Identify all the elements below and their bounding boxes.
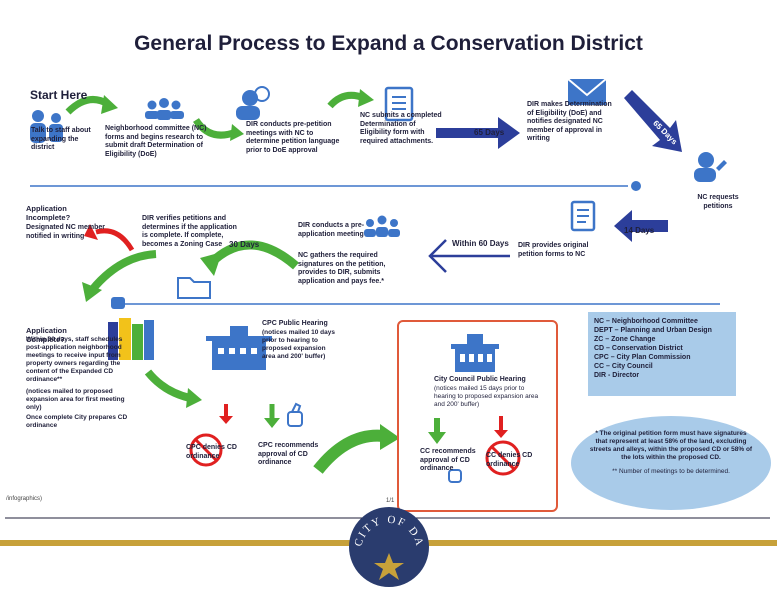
timeline-arrow-65-days-diagonal <box>624 90 682 152</box>
start-here-label: Start Here <box>30 88 88 102</box>
person-pen-icon <box>694 152 727 182</box>
app-complete-prepare: Once complete City prepares CD ordinance <box>26 414 128 429</box>
cc-denies: CC denies CD ordinance <box>486 452 533 468</box>
legend-item: CPC – City Plan Commission <box>594 354 691 361</box>
abbreviation-legend: NC – Neighborhood Committee DEPT – Plann… <box>588 312 736 396</box>
cpc-denies: CPC denies CD ordinance <box>186 444 237 460</box>
petition-form-icon <box>570 200 596 232</box>
notes-ellipse: * The original petition form must have s… <box>571 416 771 510</box>
prohibited-icon <box>189 433 223 467</box>
step-nc-gathers: NC gathers the required signatures on th… <box>298 252 386 285</box>
step-dir-prepetition: DIR conducts pre-petition meetings with … <box>246 121 340 154</box>
document-icon <box>384 86 414 122</box>
envelope-icon <box>567 78 607 105</box>
people-group-icon <box>30 110 63 143</box>
flow-arrow-green-complete <box>88 250 157 293</box>
seal-text: CITY OF DALLAS <box>344 498 424 549</box>
app-incomplete-title: Application Incomplete? <box>26 204 71 222</box>
person-speech-icon <box>236 86 270 120</box>
legend-item: CD – Conservation District <box>594 345 683 352</box>
city-council-graphics <box>428 334 521 483</box>
legend-item: NC – Neighborhood Committee <box>594 318 698 325</box>
flow-arrow-green-to-cc <box>313 429 385 474</box>
legend-item: CC – City Council <box>594 363 653 370</box>
cc-recommends: CC recommends approval of CD ordinance <box>420 448 476 473</box>
step-nc-submits: NC submits a completed Determination of … <box>360 112 442 145</box>
meeting-group-icon <box>364 215 400 237</box>
flow-arrow-red-incomplete <box>95 228 135 252</box>
timeline-node-top <box>631 181 641 191</box>
page-title: General Process to Expand a Conservation… <box>134 32 643 55</box>
flow-arrow-green-to-cpc <box>144 369 191 402</box>
step-nc-requests: NC requests petitions <box>697 194 739 210</box>
app-complete-text: Within 30 days, staff schedules post-app… <box>26 336 123 383</box>
step-dir-provides: DIR provides original petition forms to … <box>518 242 589 258</box>
label-within-60-days: Within 60 Days <box>452 239 509 248</box>
petition-note: * The original petition form must have s… <box>589 430 753 461</box>
thumbs-up-icon <box>448 469 462 483</box>
label-65-days: 65 Days <box>474 128 505 137</box>
svg-text:CITY OF DALLAS: CITY OF DALLAS <box>349 507 426 549</box>
step-dir-preapp: DIR conducts a pre-application meeting <box>298 222 365 238</box>
folder-icon <box>177 277 211 299</box>
books-icon <box>108 318 154 360</box>
step-dir-verifies: DIR verifies petitions and determines if… <box>142 215 237 248</box>
app-complete-notice: (notices mailed to proposed expansion ar… <box>26 388 125 411</box>
meetings-note: ** Number of meetings to be determined. <box>612 468 730 475</box>
prohibited-icon <box>485 440 521 476</box>
cc-hearing-notice: (notices mailed 15 days prior to hearing… <box>434 385 539 408</box>
cpc-recommends: CPC recommends approval of CD ordinance <box>258 442 319 467</box>
timeline-arrow-14-days <box>614 210 668 242</box>
city-hall-icon <box>206 326 272 370</box>
footer-source: /infographics) <box>6 496 43 502</box>
step-dir-makes-doe: DIR makes Determination of Eligibility (… <box>527 101 612 143</box>
city-seal-logo: CITY OF DALLAS <box>344 498 429 587</box>
timeline-node-middle <box>111 297 125 309</box>
timeline-arrow-65-days <box>436 117 520 149</box>
label-30-days: 30 Days <box>229 240 260 249</box>
legend-item: ZC – Zone Change <box>594 336 656 343</box>
app-incomplete-text: Designated NC member notified in writing <box>26 224 105 240</box>
star-icon <box>374 553 404 580</box>
footer-page-number: 1/1 <box>386 498 395 504</box>
legend-item: DEPT – Planning and Urban Design <box>594 327 712 334</box>
cc-hearing-title: City Council Public Hearing <box>434 376 526 383</box>
cpc-hearing-notice: (notices mailed 10 days prior to hearing… <box>262 329 335 360</box>
label-14-days: 14 Days <box>624 226 655 235</box>
step-nc-forms: Neighborhood committee (NC) forms and be… <box>105 125 207 158</box>
app-complete-title: Application Complete? <box>26 326 67 344</box>
legend-item: DIR - Director <box>594 372 640 379</box>
thumbs-up-icon <box>287 402 303 427</box>
cpc-hearing-title: CPC Public Hearing <box>262 320 328 327</box>
capitol-icon <box>451 334 499 372</box>
team-icon <box>145 98 184 120</box>
step-talk-to-staff: Talk to staff about expanding the distri… <box>31 127 91 152</box>
